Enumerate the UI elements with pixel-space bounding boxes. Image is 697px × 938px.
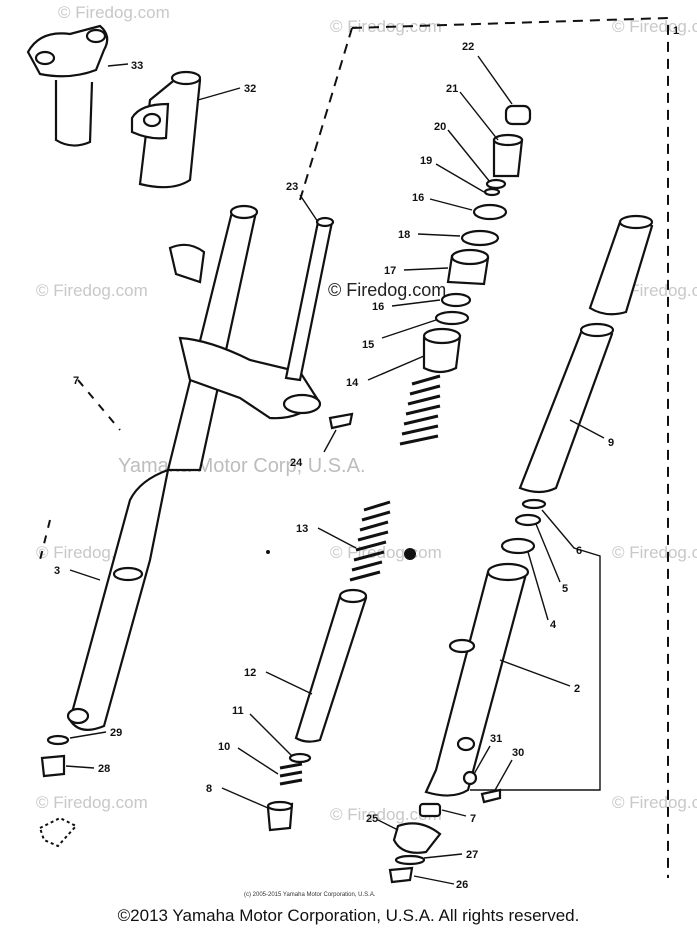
part-22-cap [504, 104, 532, 126]
part-16-seal-lower [440, 292, 472, 308]
copyright-footer: ©2013 Yamaha Motor Corporation, U.S.A. A… [117, 906, 580, 925]
part-30-bolt [480, 788, 502, 804]
part-16-seal-upper [472, 203, 508, 221]
callout-25: 25 [366, 813, 378, 825]
part-2-outer-slider [424, 562, 530, 797]
part-26-nut [388, 866, 414, 884]
callout-30: 30 [512, 747, 524, 759]
watermark: © Firedog.com [612, 17, 697, 36]
part-5-clip [514, 513, 542, 527]
part-15-washer [434, 310, 470, 326]
callout-31: 31 [490, 733, 502, 745]
section-number: 1 [673, 25, 679, 37]
part-4-oil-seal [500, 537, 536, 555]
callout-5: 5 [562, 583, 568, 595]
watermark: © Firedog.com [36, 281, 148, 300]
part-27-washer [394, 854, 426, 866]
callout-14: 14 [346, 377, 359, 389]
watermark: © Firedog.com [612, 793, 697, 812]
part-10-spring [279, 762, 303, 786]
part-28-nut [40, 754, 66, 778]
callout-16: 16 [372, 301, 384, 313]
callout-2: 2 [574, 683, 580, 695]
callout-20: 20 [434, 121, 446, 133]
watermark: © Firedog.com [36, 793, 148, 812]
watermark-center: © Firedog.com [328, 280, 446, 300]
exploded-parts-diagram: © Firedog.com © Firedog.com © Firedog.co… [26, 3, 697, 898]
callout-17: 17 [384, 265, 396, 277]
part-23-steering-stem [284, 216, 335, 382]
callout-18: 18 [398, 229, 410, 241]
callout-22: 22 [462, 41, 474, 53]
callout-10: 10 [218, 741, 230, 753]
callout-33: 33 [131, 60, 143, 72]
watermark: © Firedog.com [330, 17, 442, 36]
watermark: © Firedog.com [330, 805, 442, 824]
part-7-drain-screw [418, 802, 442, 818]
callout-32: 32 [244, 83, 256, 95]
small-print: (c) 2005-2015 Yamaha Motor Corporation, … [244, 892, 376, 898]
part-17-nut [446, 248, 490, 286]
part-12-damper-rod [294, 588, 368, 743]
callout-9: 9 [608, 437, 614, 449]
callout-11: 11 [232, 705, 244, 717]
left-fork-assembly [66, 204, 322, 731]
callout-23: 23 [286, 181, 298, 193]
callout-6: 6 [576, 545, 582, 557]
part-11-ring [288, 752, 312, 764]
part-14-cover [422, 327, 462, 374]
part-32-steering-tube [130, 70, 202, 189]
callout-16: 16 [412, 192, 424, 204]
callout-24: 24 [290, 457, 303, 469]
callout-12: 12 [244, 667, 256, 679]
part-33-handle-crown [26, 24, 109, 147]
callout-26: 26 [456, 879, 468, 891]
part-29-washer [46, 734, 70, 746]
callout-21: 21 [446, 83, 458, 95]
part-20-oring [485, 178, 507, 190]
callout-28: 28 [98, 763, 110, 775]
watermark-yamaha: Yamaha Motor Corp, U.S.A. [118, 455, 366, 477]
watermark: © Firedog.com [612, 543, 697, 562]
part-24-bolt [328, 412, 354, 430]
assembly-boundary [299, 16, 669, 878]
callout-19: 19 [420, 155, 432, 167]
part-31-washer [462, 770, 478, 786]
part-18-ring [460, 229, 500, 247]
part-8-piece [266, 800, 294, 832]
callout-7: 7 [470, 813, 476, 825]
part-13-spring [349, 500, 391, 582]
callout-8: 8 [206, 783, 212, 795]
callout-15: 15 [362, 339, 374, 351]
watermark: © Firedog.com [330, 543, 442, 562]
callout-4: 4 [550, 619, 557, 631]
fork-spring-upper [399, 374, 441, 446]
callout-3: 3 [54, 565, 60, 577]
callout-27: 27 [466, 849, 478, 861]
callout-13: 13 [296, 523, 308, 535]
part-25-axle-holder [392, 822, 442, 854]
watermark: © Firedog.com [58, 3, 170, 22]
part-6-dust-seal [521, 498, 547, 510]
side-mark: 7 [73, 375, 79, 387]
part-9-outer-tube [518, 214, 654, 494]
part-19-washer [483, 187, 501, 197]
part-21-cap-bolt [492, 133, 524, 178]
callout-29: 29 [110, 727, 122, 739]
